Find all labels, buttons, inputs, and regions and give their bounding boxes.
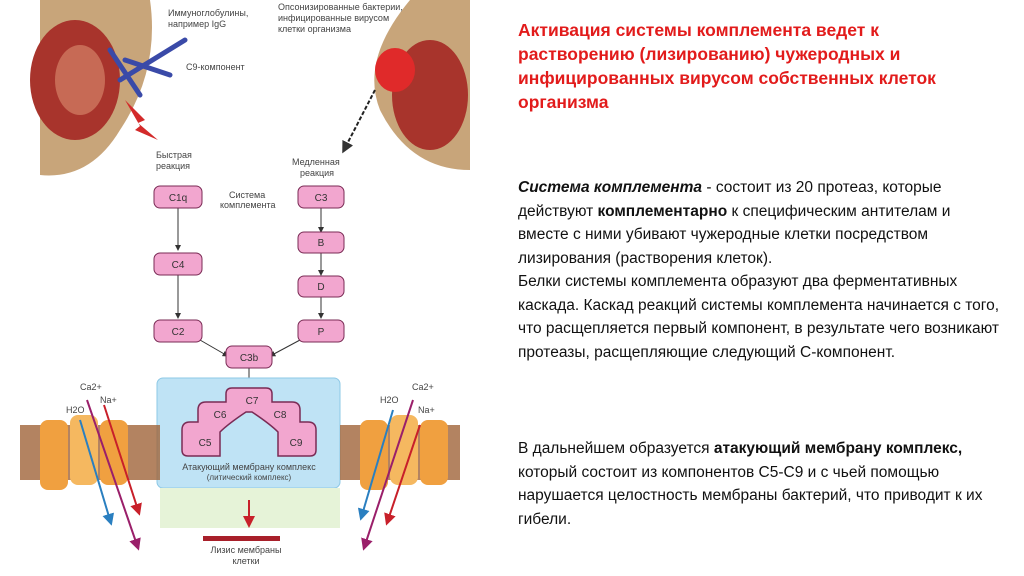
system-label-2: комплемента	[220, 200, 276, 210]
box-d: D	[297, 275, 345, 298]
slide-title: Активация системы комплемента ведет к ра…	[518, 20, 936, 112]
igg-label: Иммуноглобулины,	[168, 8, 248, 18]
slow-reaction-label: Медленная	[292, 157, 340, 167]
box-c2: C2	[153, 319, 203, 343]
text: который состоит из компонентов С5-С9 и с…	[518, 463, 983, 528]
system-label: Система	[229, 190, 265, 200]
foreign-cell-right	[374, 0, 470, 170]
h2o-label-right: H2O	[380, 395, 399, 405]
svg-text:C3: C3	[315, 193, 328, 204]
svg-text:C5: C5	[199, 438, 212, 449]
c9-label: C9-компонент	[186, 62, 245, 72]
mac-label-2: (литический комплекс)	[207, 473, 292, 482]
mac-complex: C5 C6 C7 C8 C9	[181, 387, 317, 457]
na-arrow-right	[384, 424, 421, 526]
ca-label-left: Ca2+	[80, 382, 102, 392]
term-complement-system: Система комплемента	[518, 179, 703, 196]
svg-text:C6: C6	[214, 410, 227, 421]
lysis-label: Лизис мембраны	[211, 545, 282, 555]
svg-text:C2: C2	[172, 327, 185, 338]
cascade-text: Белки системы комплемента образуют два ф…	[518, 273, 1000, 361]
ca-arrow-right	[361, 399, 414, 551]
foreign-cell-left	[30, 0, 152, 176]
definition-paragraph: Система комплемента - состоит из 20 прот…	[518, 176, 1003, 364]
svg-text:B: B	[318, 238, 325, 249]
svg-text:D: D	[317, 282, 324, 293]
bold-text: атакующий мембрану комплекс,	[713, 440, 963, 457]
box-p: P	[297, 319, 345, 343]
svg-text:C8: C8	[274, 410, 287, 421]
bold-text: комплементарно	[597, 202, 728, 220]
svg-text:P: P	[318, 327, 325, 338]
membrane-left	[20, 415, 160, 490]
fast-reaction-label-2: реакция	[156, 161, 190, 171]
lysis-bar	[203, 536, 280, 541]
igg-antibody-icon	[107, 37, 188, 98]
complement-diagram: Иммуноглобулины, например IgG C9-компоне…	[20, 0, 470, 566]
box-c1q: C1q	[153, 185, 203, 209]
text: В дальнейшем образуется	[518, 440, 714, 457]
bacteria-label-3: клетки организма	[278, 24, 351, 34]
lysis-label-2: клетки	[232, 556, 259, 566]
svg-text:C1q: C1q	[169, 193, 187, 204]
text: - состоит из 20 протеаз, которые действу…	[518, 179, 942, 220]
ca-arrow-left	[86, 399, 141, 551]
box-c3b: C3b	[225, 345, 273, 369]
box-c4: C4	[153, 252, 203, 276]
cascade-arrows	[175, 208, 324, 398]
mac-paragraph: В дальнейшем образуется атакующий мембра…	[518, 437, 1003, 531]
igg-label-2: например IgG	[168, 19, 226, 29]
box-b: B	[297, 231, 345, 254]
slow-reaction-label-2: реакция	[300, 168, 334, 178]
svg-text:C3b: C3b	[240, 353, 259, 364]
h2o-arrow-left	[79, 419, 115, 526]
svg-text:C4: C4	[172, 260, 185, 271]
svg-text:C7: C7	[246, 396, 259, 407]
bacteria-label: Опсонизированные бактерии,	[278, 2, 403, 12]
ca-label-right: Ca2+	[412, 382, 434, 392]
na-label-left: Na+	[100, 395, 117, 405]
na-arrow-left	[103, 404, 142, 516]
h2o-arrow-right	[357, 409, 394, 521]
h2o-label-left: H2O	[66, 405, 85, 415]
membrane-right	[340, 415, 460, 490]
box-c3: C3	[297, 185, 345, 209]
na-label-right: Na+	[418, 405, 435, 415]
mac-label: Атакующий мембрану комплекс	[182, 462, 316, 472]
lightning-arrow-icon	[125, 100, 158, 140]
slow-arrow	[342, 89, 376, 154]
bacteria-label-2: инфицированные вирусом	[278, 13, 389, 23]
fast-reaction-label: Быстрая	[156, 150, 192, 160]
text: к специфическим антителам и вместе с ним…	[518, 202, 951, 267]
svg-text:C9: C9	[290, 438, 303, 449]
